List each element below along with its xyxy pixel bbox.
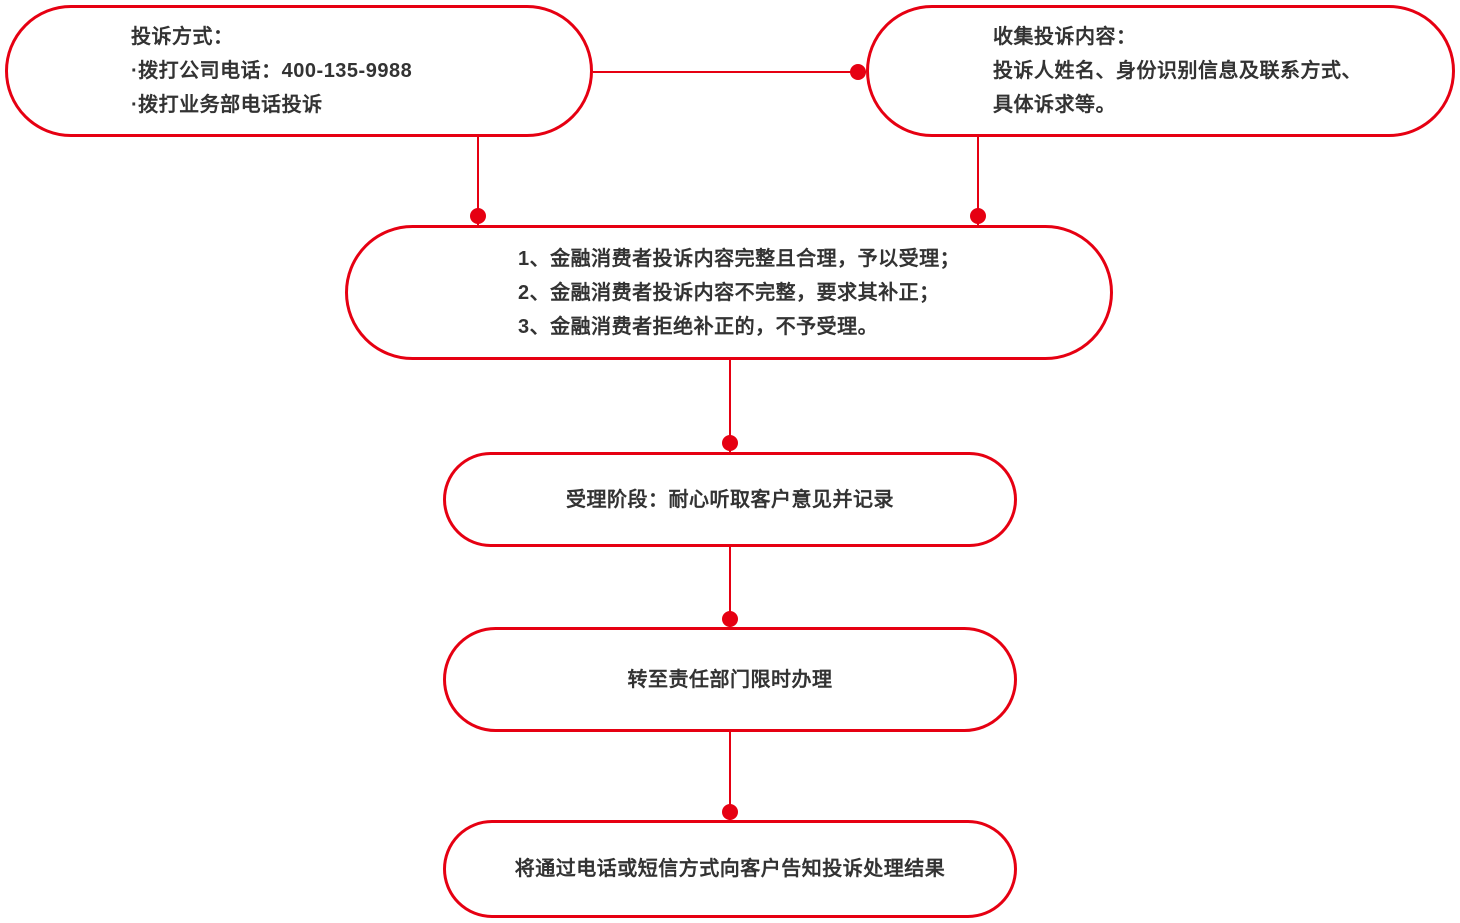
connector-line-rules-to-acceptance [729, 360, 731, 452]
node-text-line: 具体诉求等。 [993, 94, 1116, 116]
node-text-line: 将通过电话或短信方式向客户告知投诉处理结果 [514, 858, 946, 880]
node-text-line: 受理阶段：耐心听取客户意见并记录 [566, 488, 894, 511]
node-text-line: ·拨打业务部电话投诉 [131, 94, 323, 116]
connector-line-content-to-rules [977, 137, 979, 225]
connector-dot [722, 804, 738, 820]
node-text-line: 1、金融消费者投诉内容完整且合理，予以受理； [518, 247, 961, 270]
connector-dot [850, 64, 866, 80]
connector-dot [470, 208, 486, 224]
node-text-line: 投诉方式： [131, 26, 234, 48]
node-notify-result: 将通过电话或短信方式向客户告知投诉处理结果 [443, 820, 1017, 918]
node-collect-complaint-content: 收集投诉内容： 投诉人姓名、身份识别信息及联系方式、 具体诉求等。 [866, 5, 1455, 137]
node-text-line: 投诉人姓名、身份识别信息及联系方式、 [993, 60, 1362, 82]
node-text-line: 3、金融消费者拒绝补正的，不予受理。 [518, 315, 879, 338]
node-text-line: 转至责任部门限时办理 [627, 668, 833, 691]
connector-dot [722, 611, 738, 627]
connector-line-transfer-to-notify [729, 732, 731, 820]
node-text-line: 2、金融消费者投诉内容不完整，要求其补正； [518, 281, 940, 304]
node-transfer-to-department: 转至责任部门限时办理 [443, 627, 1017, 732]
node-text-line: ·拨打公司电话：400-135-9988 [131, 60, 413, 82]
node-complaint-methods: 投诉方式： ·拨打公司电话：400-135-9988 ·拨打业务部电话投诉 [5, 5, 593, 137]
connector-line-methods-to-content [593, 71, 866, 73]
node-acceptance-stage: 受理阶段：耐心听取客户意见并记录 [443, 452, 1017, 547]
node-text-line: 收集投诉内容： [993, 26, 1137, 48]
connector-line-methods-to-rules [477, 137, 479, 225]
connector-dot [722, 435, 738, 451]
node-acceptance-rules: 1、金融消费者投诉内容完整且合理，予以受理； 2、金融消费者投诉内容不完整，要求… [345, 225, 1113, 360]
connector-dot [970, 208, 986, 224]
connector-line-acceptance-to-transfer [729, 547, 731, 627]
